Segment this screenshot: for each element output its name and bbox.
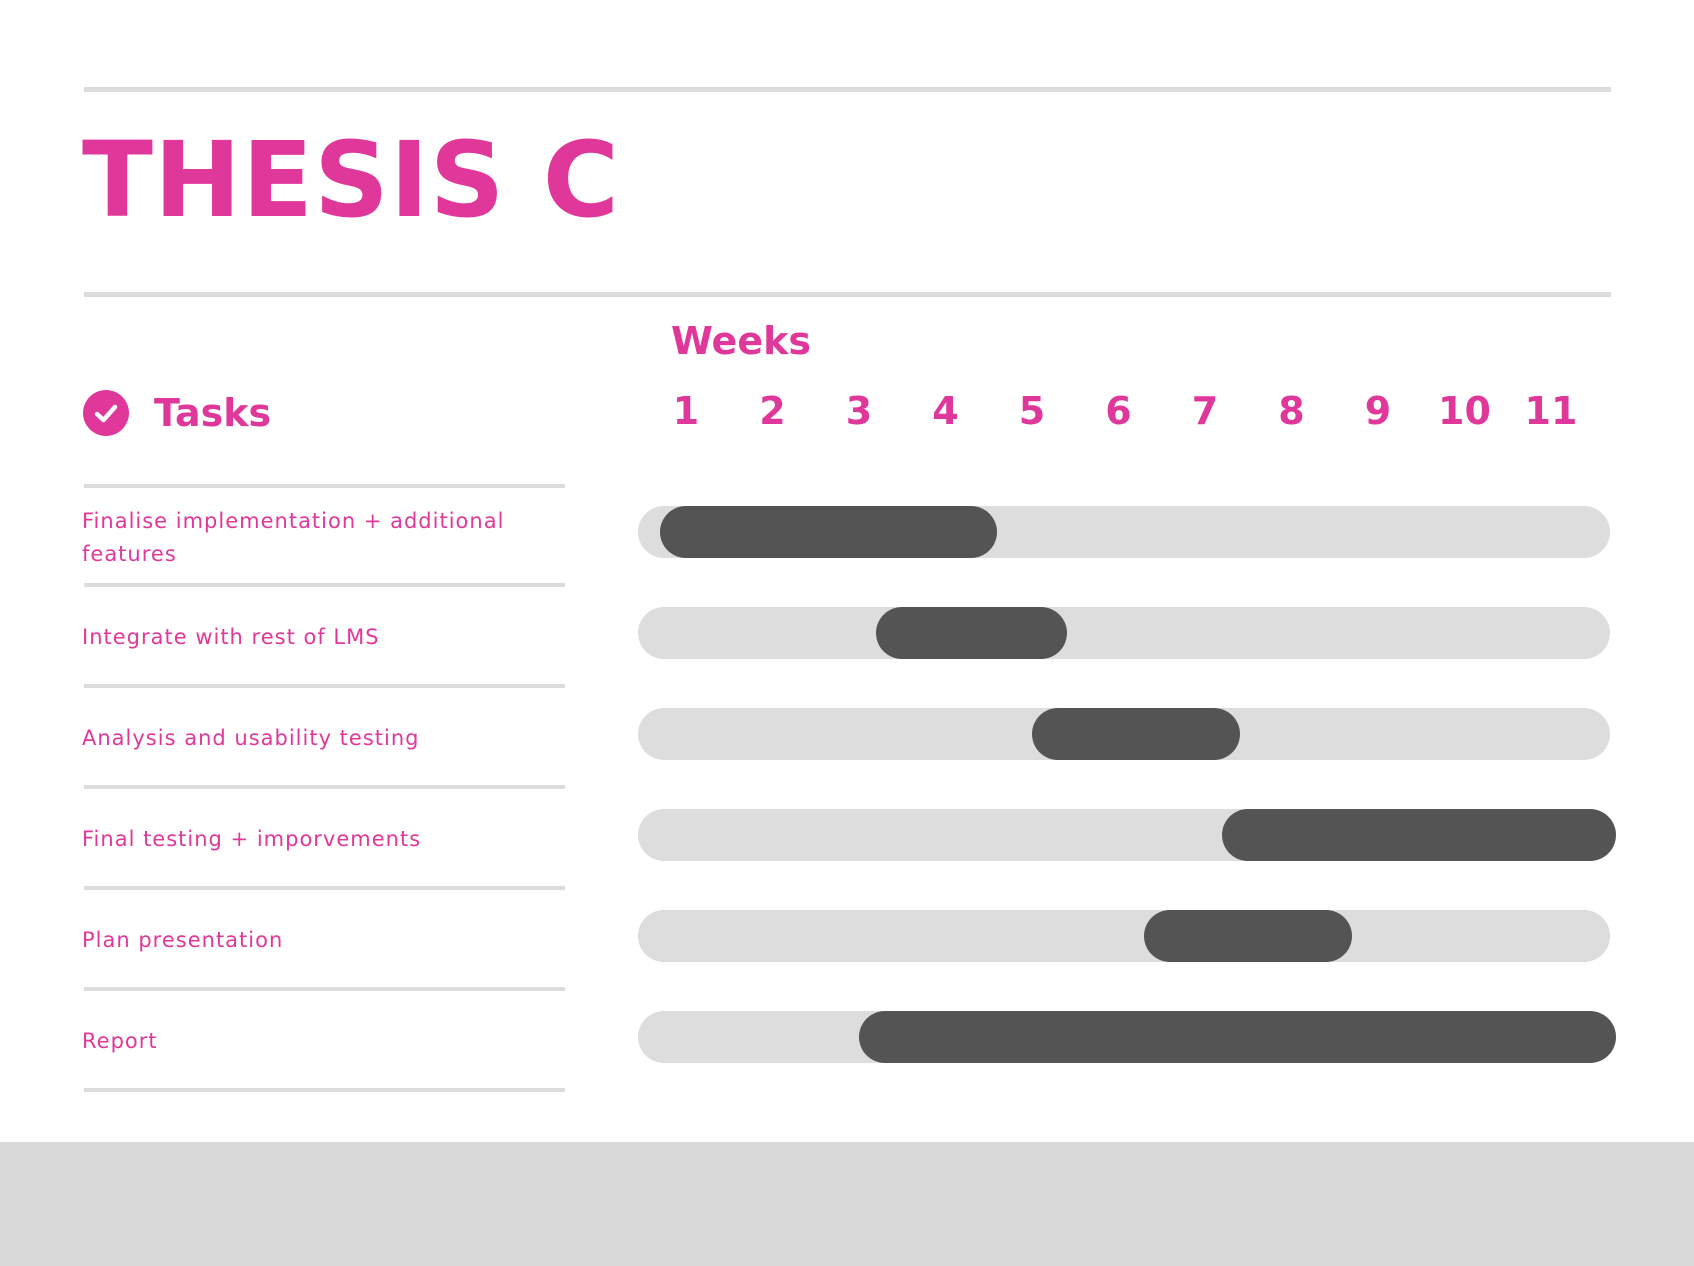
task-divider [84, 785, 565, 789]
task-divider [84, 987, 565, 991]
gantt-track [638, 708, 1610, 760]
week-label: 10 [1438, 389, 1491, 433]
gantt-bar [660, 506, 998, 558]
task-divider [84, 583, 565, 587]
weeks-heading: Weeks [671, 319, 811, 363]
week-label: 5 [1018, 389, 1046, 433]
footer-band [0, 1142, 1694, 1266]
gantt-bar [1144, 910, 1353, 962]
tasks-header: Tasks [83, 389, 271, 437]
gantt-bar [859, 1011, 1616, 1063]
task-label: Final testing + imporvements [82, 827, 422, 851]
task-divider [84, 1088, 565, 1092]
week-label: 1 [672, 389, 700, 433]
task-label: Report [82, 1029, 158, 1053]
gantt-bar [876, 607, 1067, 659]
task-label: Plan presentation [82, 928, 284, 952]
week-label: 11 [1524, 389, 1578, 433]
week-label: 2 [759, 389, 786, 433]
week-label: 9 [1364, 389, 1392, 433]
week-label: 7 [1191, 389, 1219, 433]
gantt-bar [1222, 809, 1616, 861]
gantt-bar [1032, 708, 1240, 760]
gantt-track [638, 506, 1610, 558]
task-divider [84, 484, 565, 488]
top-divider [84, 87, 1611, 92]
gantt-track [638, 607, 1610, 659]
week-label: 4 [932, 389, 959, 433]
task-label: Integrate with rest of LMS [82, 625, 380, 649]
tasks-heading: Tasks [154, 391, 272, 435]
page-title: THESIS C [82, 119, 621, 241]
gantt-track [638, 910, 1610, 962]
task-label: Finalise implementation + additional fea… [82, 509, 505, 566]
task-divider [84, 886, 565, 890]
title-divider [84, 292, 1611, 297]
week-label: 3 [845, 389, 873, 433]
task-label: Analysis and usability testing [82, 726, 420, 750]
gantt-track [638, 1011, 1616, 1063]
gantt-track [638, 809, 1616, 861]
week-label: 6 [1105, 389, 1132, 433]
check-circle-icon [83, 390, 129, 436]
task-divider [84, 684, 565, 688]
week-label: 8 [1278, 389, 1305, 433]
